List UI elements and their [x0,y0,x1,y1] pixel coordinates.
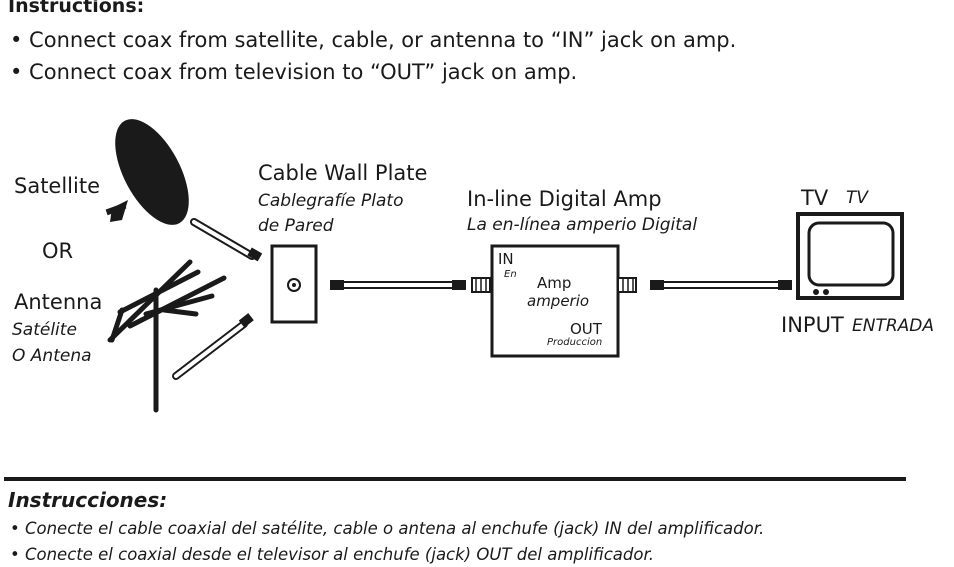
antenna-es-label-1: Satélite [12,320,77,340]
wall-plate-label: Cable Wall Plate [258,161,428,185]
amp-name-es-label: amperio [527,292,590,310]
amp-in-label: IN [498,250,514,268]
instruction-item-2: • Connect coax from television to “OUT” … [10,60,578,84]
amp-label: In-line Digital Amp [467,187,662,211]
antenna-icon [107,259,227,413]
amp-es-label: La en-línea amperio Digital [467,215,698,235]
amp-box-icon [490,244,620,358]
satellite-label: Satellite [14,174,101,198]
wall-plate-es-label-2: de Pared [258,216,334,236]
instructions-heading: Instructions: [8,0,145,17]
instrucciones-heading: Instrucciones: [8,488,168,512]
antenna-es-label-2: O Antena [12,346,92,366]
tv-es-label: TV [846,188,869,208]
instruccion-item-1: • Conecte el cable coaxial del satélite,… [10,519,765,538]
wallplate-to-amp-cable [330,277,491,293]
amp-in-es-label: En [504,269,517,280]
wall-plate-es-label-1: Cablegrafíe Plato [258,191,404,211]
instruction-item-1: • Connect coax from satellite, cable, or… [10,28,737,52]
input-label: INPUT [781,313,844,337]
tv-label: TV [801,186,829,210]
satellite-coax-cable [190,218,263,262]
amp-out-label: OUT [570,320,602,338]
tv-icon [796,212,904,300]
wall-plate-icon [270,244,318,324]
antenna-coax-cable [172,313,254,380]
input-es-label: ENTRADA [852,316,935,336]
antenna-label: Antenna [14,290,103,314]
or-label: OR [42,239,74,263]
satellite-dish-icon [105,119,189,225]
amp-out-es-label: Produccion [547,337,603,348]
amp-to-tv-cable [617,277,792,293]
amp-name-label: Amp [537,274,572,292]
instruccion-item-2: • Conecte el coaxial desde el televisor … [10,545,654,564]
